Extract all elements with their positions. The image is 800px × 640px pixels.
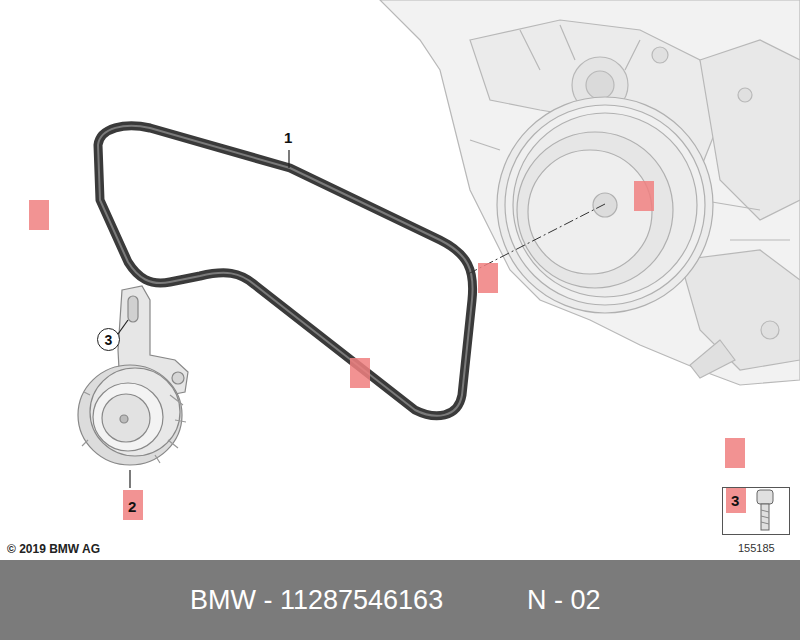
leader-line xyxy=(288,150,289,168)
callout-number: 2 xyxy=(128,499,136,514)
callout-number: 1 xyxy=(284,130,292,145)
callout-number: 3 xyxy=(731,493,739,508)
callout-number: 3 xyxy=(105,333,113,347)
crankshaft-pulley xyxy=(497,97,713,313)
part-number-text: BMW - 11287546163 xyxy=(190,587,443,614)
redaction-patch xyxy=(29,181,746,520)
part-number-band: BMW - 11287546163 N - 02 xyxy=(0,560,800,640)
part-number-text: N - 02 xyxy=(527,587,601,614)
callout-circle: 3 xyxy=(97,328,120,351)
leader-line xyxy=(129,470,130,488)
part-box: 3 xyxy=(722,487,790,535)
copyright-note: © 2019 BMW AG xyxy=(7,543,100,555)
engine-block xyxy=(380,0,800,385)
tensioner xyxy=(78,286,188,465)
bolt-icon xyxy=(757,490,773,530)
image-number: 155185 xyxy=(738,543,775,554)
leader-line xyxy=(118,320,128,334)
